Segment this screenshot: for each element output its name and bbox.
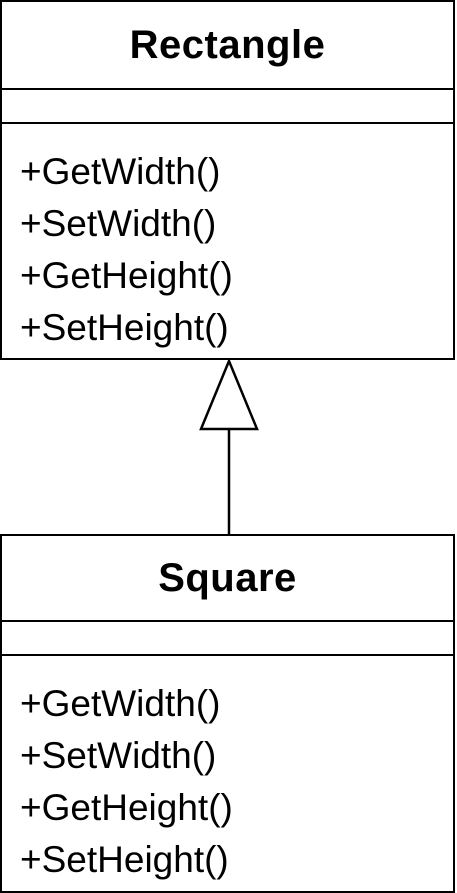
method-set-height: +SetHeight() bbox=[20, 839, 229, 880]
method-get-width: +GetWidth() bbox=[20, 683, 221, 724]
class-name-square: Square bbox=[2, 536, 453, 622]
method-set-width: +SetWidth() bbox=[20, 735, 217, 776]
methods-section-square: +GetWidth() +SetWidth() +GetHeight() +Se… bbox=[2, 656, 453, 886]
class-box-rectangle: Rectangle +GetWidth() +SetWidth() +GetHe… bbox=[0, 0, 455, 360]
generalization-arrowhead bbox=[199, 357, 259, 431]
method-get-height: +GetHeight() bbox=[20, 255, 233, 296]
attributes-section-square bbox=[2, 622, 453, 656]
method-get-height: +GetHeight() bbox=[20, 787, 233, 828]
class-box-square: Square +GetWidth() +SetWidth() +GetHeigh… bbox=[0, 534, 455, 893]
attributes-section-rectangle bbox=[2, 90, 453, 124]
class-name-rectangle: Rectangle bbox=[2, 2, 453, 90]
method-set-height: +SetHeight() bbox=[20, 307, 229, 348]
methods-section-rectangle: +GetWidth() +SetWidth() +GetHeight() +Se… bbox=[2, 124, 453, 354]
method-set-width: +SetWidth() bbox=[20, 203, 217, 244]
method-get-width: +GetWidth() bbox=[20, 151, 221, 192]
